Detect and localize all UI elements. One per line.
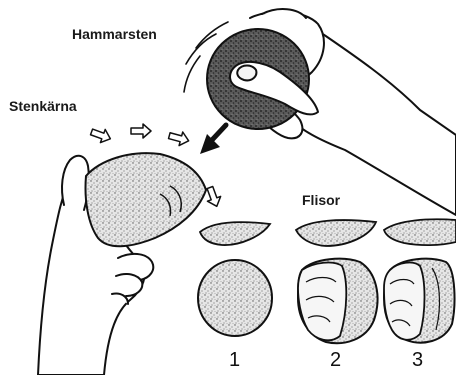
stage-number-3: 3 (412, 350, 423, 370)
core-stone-icon (86, 153, 207, 246)
flakes-label: Flisor (302, 193, 340, 207)
flake-row (200, 219, 456, 246)
flake-3-icon (384, 219, 456, 245)
stone-stage-3-icon (384, 259, 454, 343)
stage-number-1: 1 (229, 350, 240, 370)
outline-arrow-icon (167, 129, 190, 148)
stage-number-2: 2 (330, 350, 341, 370)
flake-2-icon (296, 220, 376, 246)
core-label: Stenkärna (9, 99, 77, 113)
hammerstone-label: Hammarsten (72, 27, 157, 41)
outline-arrow-icon (131, 124, 151, 138)
stone-stage-2-icon (298, 259, 378, 343)
outline-arrow-icon (89, 125, 113, 145)
flake-1-icon (200, 222, 270, 245)
strike-arrow-icon (200, 125, 226, 154)
stone-stage-1-icon (198, 260, 272, 336)
